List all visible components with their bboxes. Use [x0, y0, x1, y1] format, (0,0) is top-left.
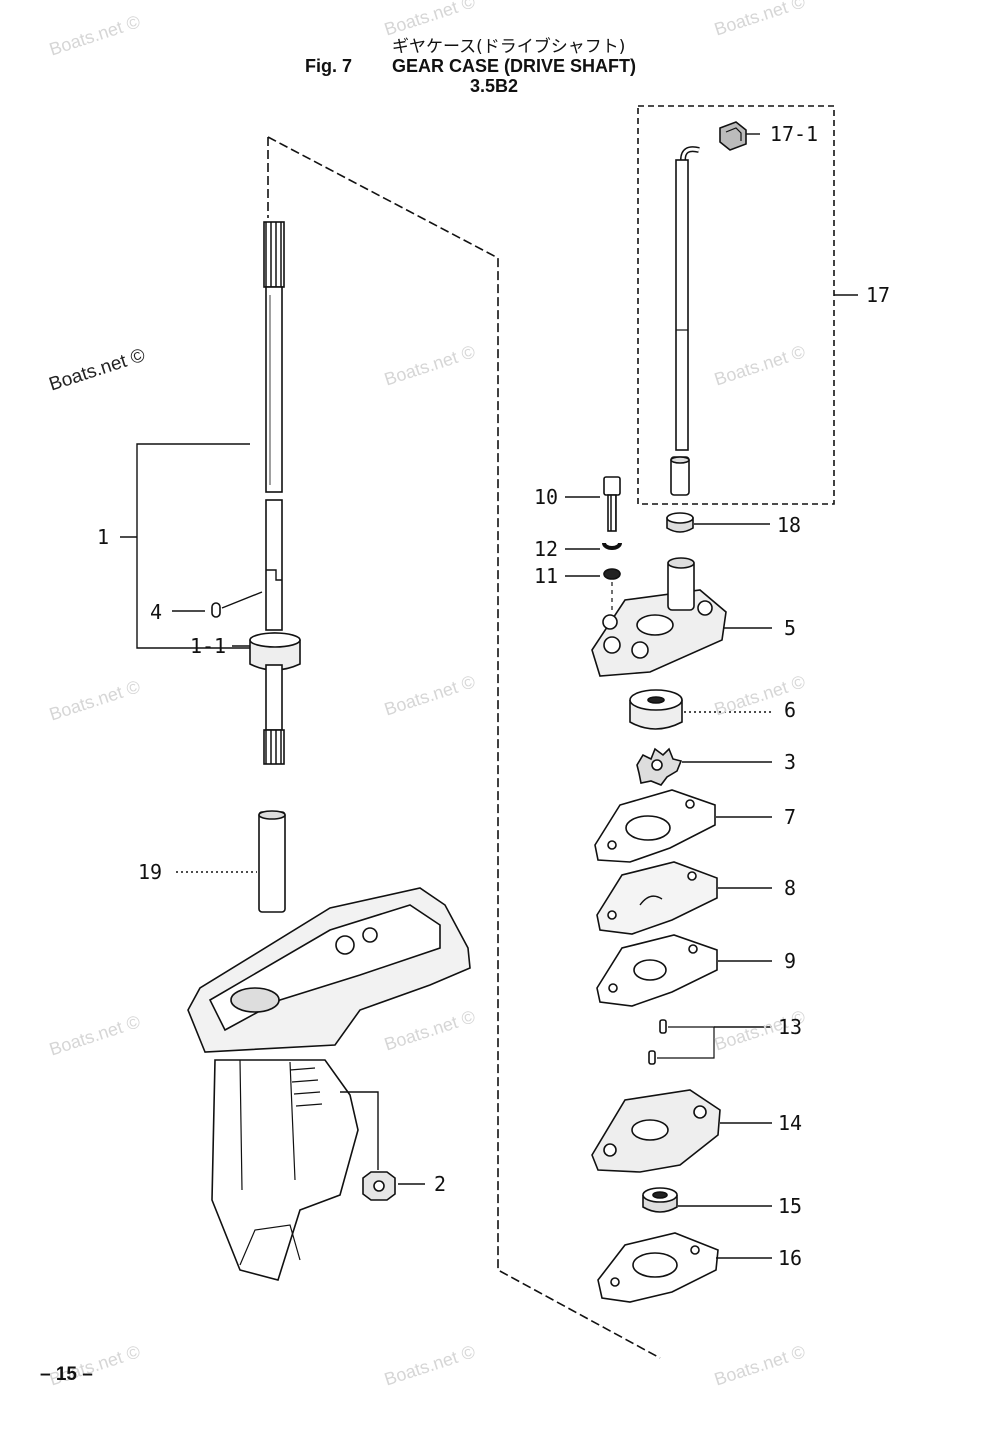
group-box-17: [637, 105, 835, 505]
callout-10: 10: [533, 485, 559, 509]
dowel-13a: [659, 1019, 667, 1034]
grommet-18: [666, 512, 694, 533]
callout-1: 1: [96, 525, 110, 549]
callout-3: 3: [783, 750, 797, 774]
callout-17: 17: [865, 283, 891, 307]
callout-4: 4: [149, 600, 163, 624]
callout-15: 15: [777, 1194, 803, 1218]
pump-housing-5: [591, 557, 727, 677]
callout-1-1: 1-1: [189, 634, 227, 658]
washer-12: [602, 542, 622, 550]
callout-12: 12: [533, 537, 559, 561]
tube-19: [258, 810, 286, 913]
callout-19: 19: [137, 860, 163, 884]
callout-16: 16: [777, 1246, 803, 1270]
callout-6: 6: [783, 698, 797, 722]
model-label: 3.5B2: [470, 76, 519, 96]
callout-8: 8: [783, 876, 797, 900]
callout-18: 18: [776, 513, 802, 537]
pin-4: [211, 602, 221, 618]
callout-11: 11: [533, 564, 559, 588]
plate-8: [596, 861, 718, 935]
drive-shaft: [249, 221, 301, 765]
seal-15: [642, 1187, 678, 1213]
japanese-title: ギヤケース(ドライブシャフト): [392, 37, 626, 57]
page-number: – 15 –: [40, 1364, 93, 1385]
washer-11: [603, 568, 621, 580]
impeller-housing-6: [629, 689, 683, 730]
page-title: GEAR CASE (DRIVE SHAFT): [392, 56, 637, 76]
pump-base-14: [591, 1089, 721, 1173]
callout-7: 7: [783, 805, 797, 829]
dowel-13b: [648, 1050, 656, 1065]
figure-label: Fig. 7: [305, 56, 353, 76]
reference-line: [267, 136, 661, 1359]
callout-2: 2: [433, 1172, 447, 1196]
gear-2: [362, 1171, 396, 1201]
gasket-9: [596, 934, 718, 1007]
callout-14: 14: [777, 1111, 803, 1135]
gasket-16: [597, 1232, 719, 1303]
bolt-10: [603, 476, 621, 532]
impeller-3: [636, 747, 683, 786]
water-tube-17: [670, 146, 700, 496]
callout-17-1: 17-1: [769, 122, 819, 146]
gear-case-housing: [187, 887, 471, 1281]
gasket-7: [594, 789, 716, 863]
clip-17-1: [719, 121, 747, 151]
callout-5: 5: [783, 616, 797, 640]
callout-13: 13: [777, 1015, 803, 1039]
callout-9: 9: [783, 949, 797, 973]
